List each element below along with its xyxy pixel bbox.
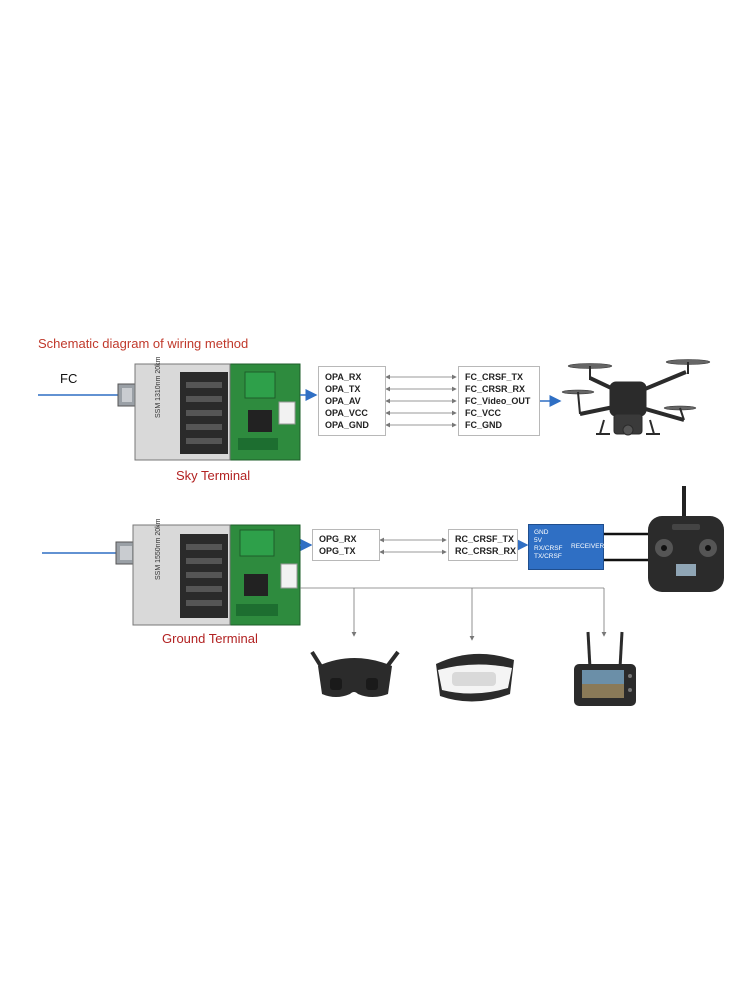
ground-terminal-board: SSM 1550nm 20km [115, 518, 301, 626]
ground-module-pin: OPG_RX [319, 534, 357, 544]
ground-board-text: SSM 1550nm 20km [155, 518, 162, 580]
receiver-pin: RX/CRSF [534, 545, 563, 552]
ground-module-pin: OPG_TX [319, 546, 356, 556]
sky-fc-pin-box: FC_CRSF_TX FC_CRSR_RX FC_Video_OUT FC_VC… [458, 366, 540, 436]
sky-terminal-label: Sky Terminal [176, 468, 251, 483]
sky-fc-pin: FC_CRSF_TX [465, 372, 524, 382]
sky-module-pin: OPA_VCC [325, 408, 368, 418]
ground-rc-pin-box: RC_CRSF_TX RC_CRSR_RX [448, 529, 518, 561]
ground-module-pin-box: OPG_RX OPG_TX [312, 529, 380, 561]
sky-module-pin: OPA_GND [325, 420, 369, 430]
fpv-goggles-icon [310, 650, 400, 697]
ground-terminal-label: Ground Terminal [162, 631, 258, 646]
receiver-label: RECEIVER [571, 543, 605, 550]
sky-module-pin: OPA_RX [325, 372, 362, 382]
drone-icon [561, 359, 711, 436]
ground-rc-pin: RC_CRSF_TX [455, 534, 515, 544]
sky-fc-pin: FC_Video_OUT [465, 396, 531, 406]
sky-module-pin: OPA_AV [325, 396, 361, 406]
sky-terminal-board: SSM 1310nm 20km [117, 356, 301, 461]
vr-headset-icon [436, 653, 514, 702]
receiver-pin: 5V [534, 537, 542, 544]
sky-module-pin-box: OPA_RX OPA_TX OPA_AV OPA_VCC OPA_GND [318, 366, 386, 436]
fc-label: FC [60, 371, 78, 386]
sky-fc-pin: FC_CRSR_RX [465, 384, 526, 394]
sky-board-text: SSM 1310nm 20km [155, 356, 162, 418]
receiver-pin: TX/CRSF [534, 553, 562, 560]
diagram-title: Schematic diagram of wiring method [38, 336, 249, 351]
receiver-module: GND 5V RX/CRSF TX/CRSF RECEIVER [528, 524, 604, 570]
receiver-pin: GND [534, 529, 549, 536]
sky-fc-pin: FC_VCC [465, 408, 502, 418]
sky-fc-pin: FC_GND [465, 420, 503, 430]
radio-controller-icon [648, 486, 724, 592]
sky-module-pin: OPA_TX [325, 384, 361, 394]
ground-rc-pin: RC_CRSR_RX [455, 546, 517, 556]
video-monitor-icon [574, 631, 636, 706]
